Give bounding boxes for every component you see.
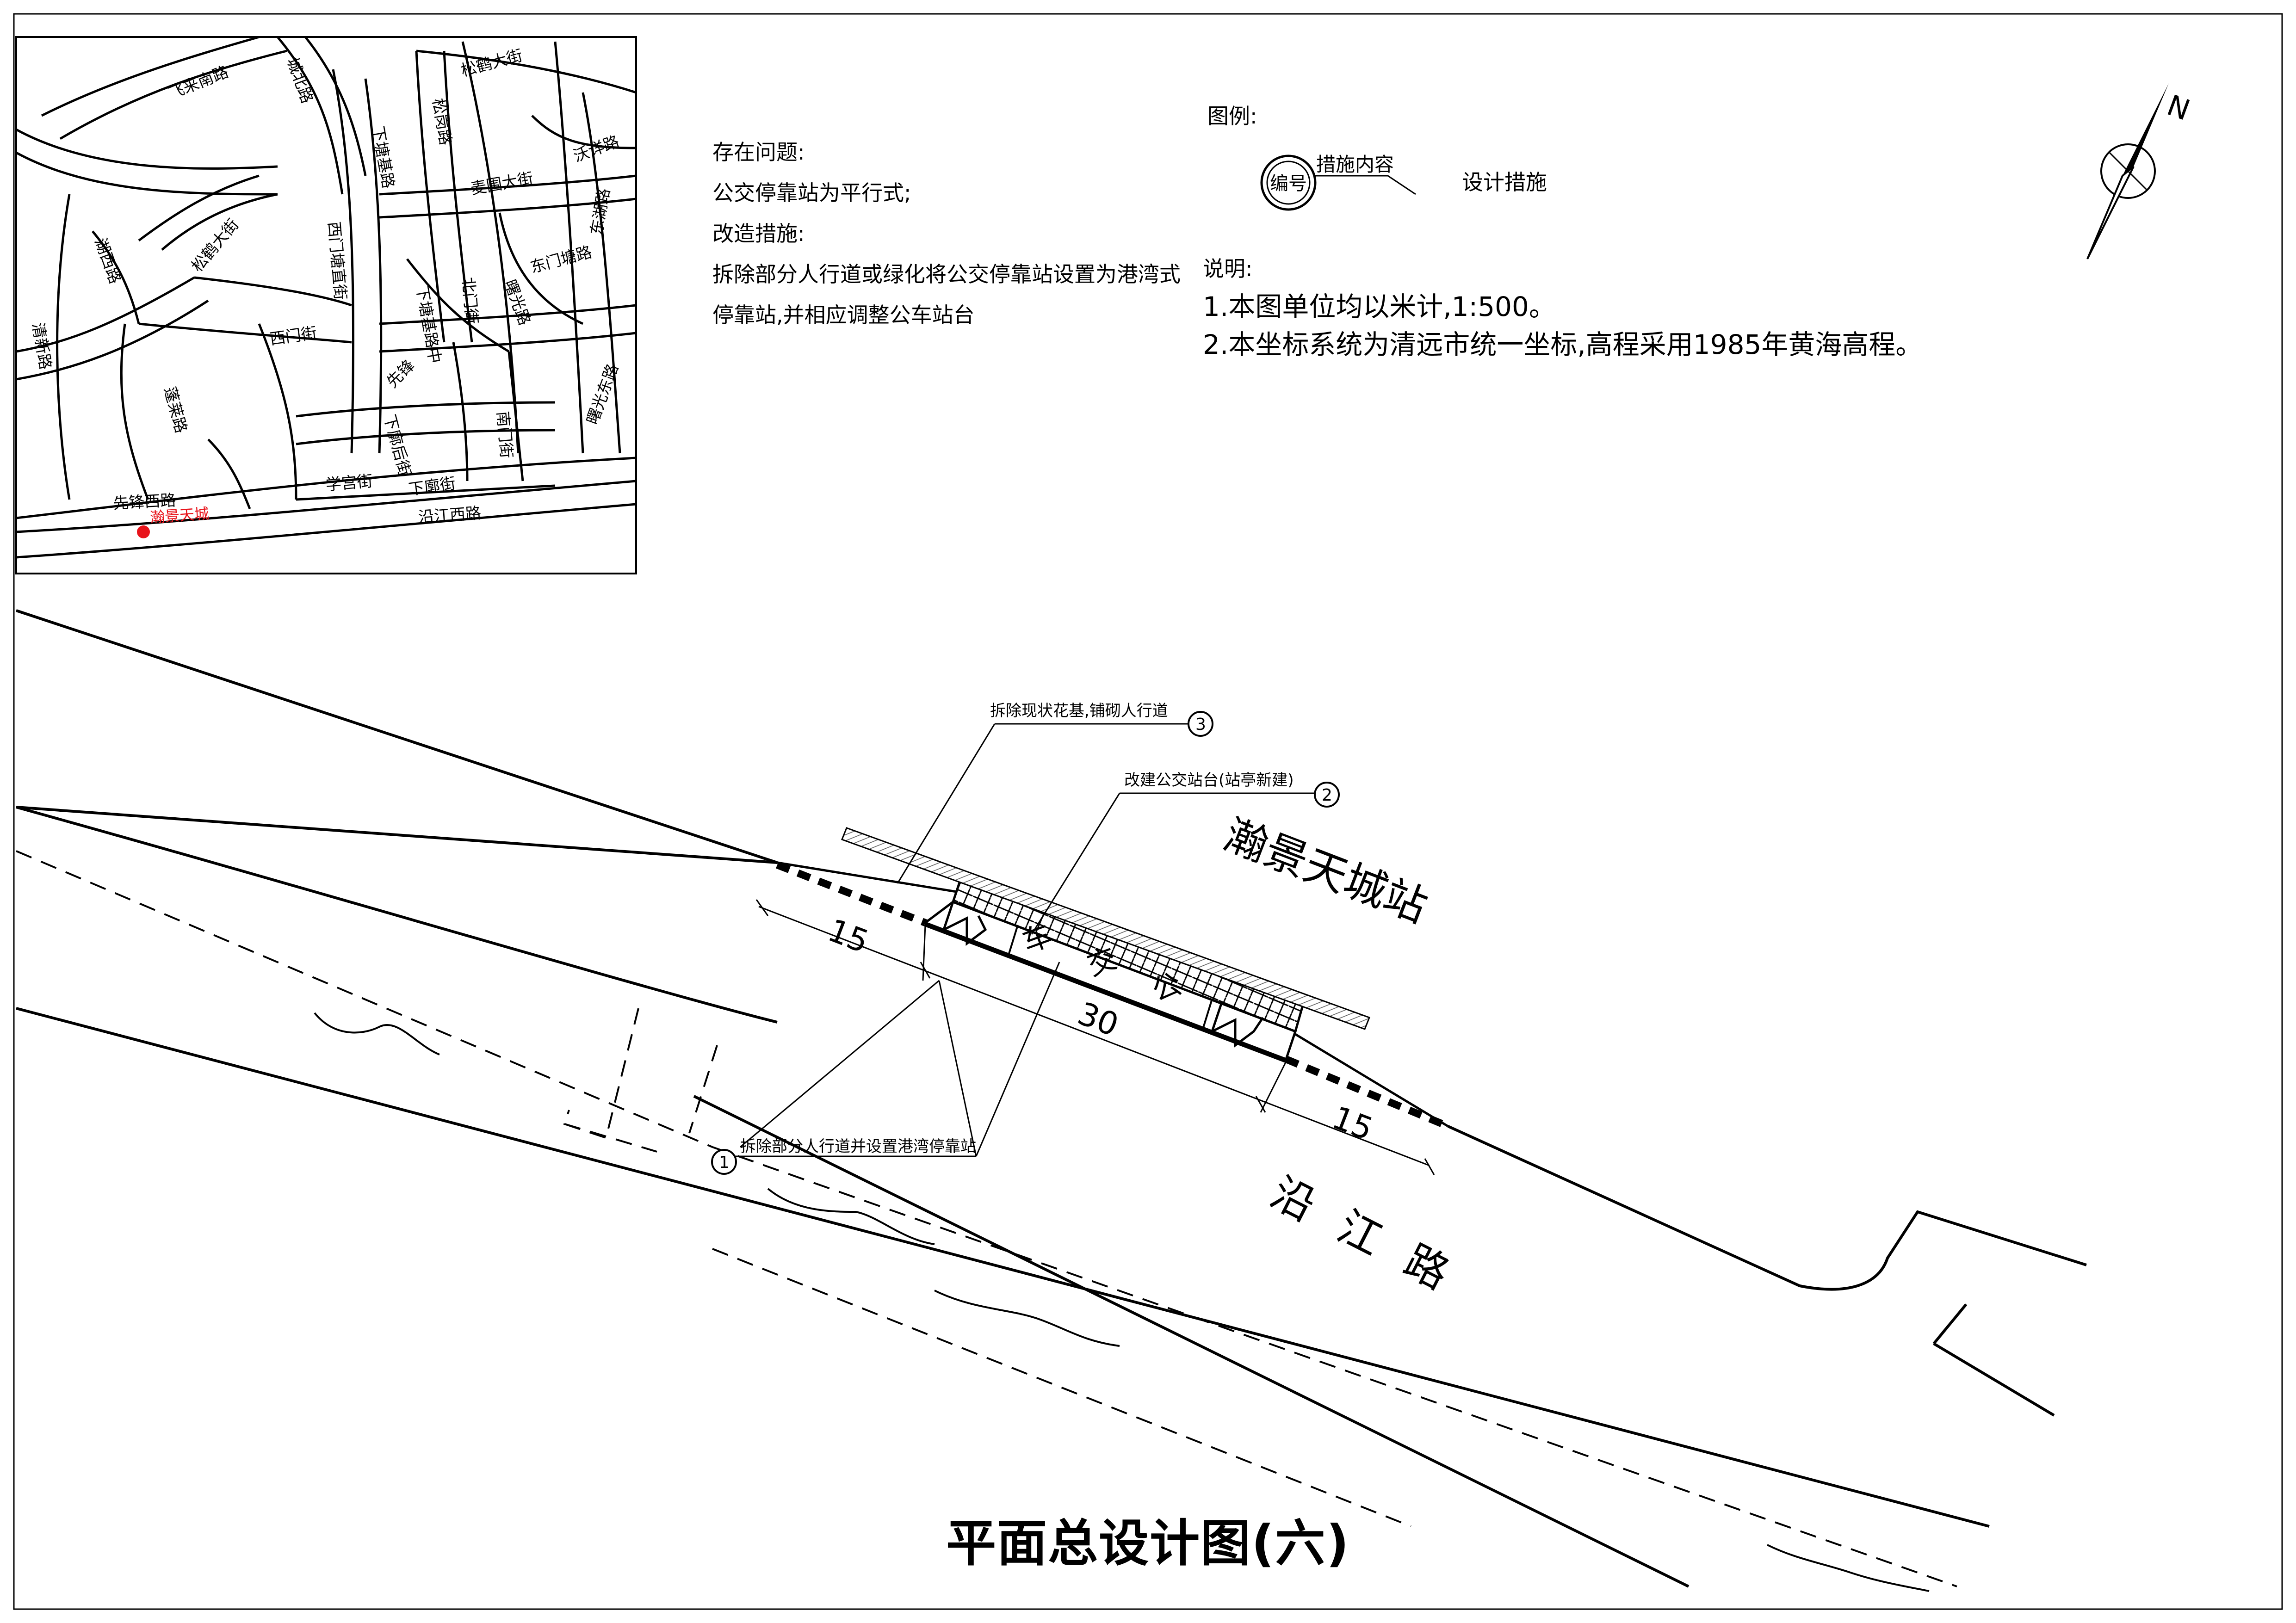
measure-line: 停靠站,并相应调整公车站台: [712, 302, 975, 327]
bus-bay: 车 交 公: [776, 827, 1450, 1130]
explanation-heading: 说明:: [1203, 256, 1253, 281]
road-name: 沿江路: [1263, 1167, 1486, 1314]
north-arrow: N: [2086, 83, 2195, 259]
legend-symbol: 编号 措施内容 设计措施: [1260, 153, 1547, 211]
measure-line: 拆除部分人行道或绿化将公交停靠站设置为港湾式: [712, 262, 1181, 287]
road-edges: [16, 609, 2087, 1588]
station-name: 瀚景天城站: [1218, 810, 1434, 932]
explanation-line: 2.本坐标系统为清远市统一坐标,高程采用1985年黄海高程。: [1203, 329, 1923, 360]
map-street-label: 沿江西路: [418, 504, 482, 527]
callout-text: 拆除部分人行道并设置港湾停靠站: [740, 1137, 976, 1156]
dimension-left: 15: [823, 912, 873, 961]
explanation-line: 1.本图单位均以米计,1:500。: [1203, 291, 1556, 322]
problem-heading: 存在问题:: [712, 140, 805, 165]
callout-number: 2: [1322, 786, 1332, 805]
callout-3: 3 拆除现状花基,铺砌人行道: [990, 702, 1213, 737]
dimension-lines: [755, 899, 1435, 1175]
measure-heading: 改造措施:: [712, 221, 805, 246]
drawing-frame: [13, 13, 2283, 1610]
callout-text: 拆除现状花基,铺砌人行道: [990, 702, 1168, 720]
water-lines: [314, 1012, 1930, 1592]
callout-text: 改建公交站台(站亭新建): [1124, 771, 1294, 790]
drawing-title: 平面总设计图(六): [946, 1515, 1350, 1573]
dashed-lines: [16, 850, 1957, 1587]
legend-design-label: 设计措施: [1462, 170, 1547, 195]
problem-text: 公交停靠站为平行式;: [712, 180, 911, 205]
map-street-label: 先锋西路: [112, 491, 176, 513]
removed-planter: [841, 827, 1370, 1030]
north-label: N: [2163, 88, 2195, 127]
site-label: 瀚景天城: [149, 505, 210, 526]
problem-notes: 存在问题: 公交停靠站为平行式; 改造措施: 拆除部分人行道或绿化将公交停靠站设…: [712, 132, 1181, 335]
legend-title: 图例:: [1207, 104, 1257, 129]
explanation-notes: 说明: 1.本图单位均以米计,1:500。 2.本坐标系统为清远市统一坐标,高程…: [1203, 250, 1922, 364]
callout-number: 3: [1195, 715, 1206, 734]
map-street-label: 南门街: [493, 410, 516, 459]
map-street-label: 学宫街: [325, 472, 373, 494]
site-marker-dot: [137, 525, 150, 538]
callout-1: 1 拆除部分人行道并设置港湾停靠站: [711, 1137, 976, 1175]
callout-leaders: [731, 723, 1314, 1157]
dimension-middle: 30: [1073, 995, 1123, 1044]
callout-2: 2 改建公交站台(站亭新建): [1124, 771, 1340, 808]
map-street-label: 北门街: [458, 276, 481, 325]
location-map: 飞来南路 城北路 松鹤大街 松岗路 下塘基路 麦围大街 沃详路 西门塘直街 东湖…: [15, 36, 637, 574]
callout-number: 1: [719, 1153, 730, 1172]
legend-content-label: 措施内容: [1316, 153, 1394, 176]
legend-circle-label: 编号: [1270, 173, 1307, 194]
dimension-right: 15: [1327, 1099, 1378, 1148]
